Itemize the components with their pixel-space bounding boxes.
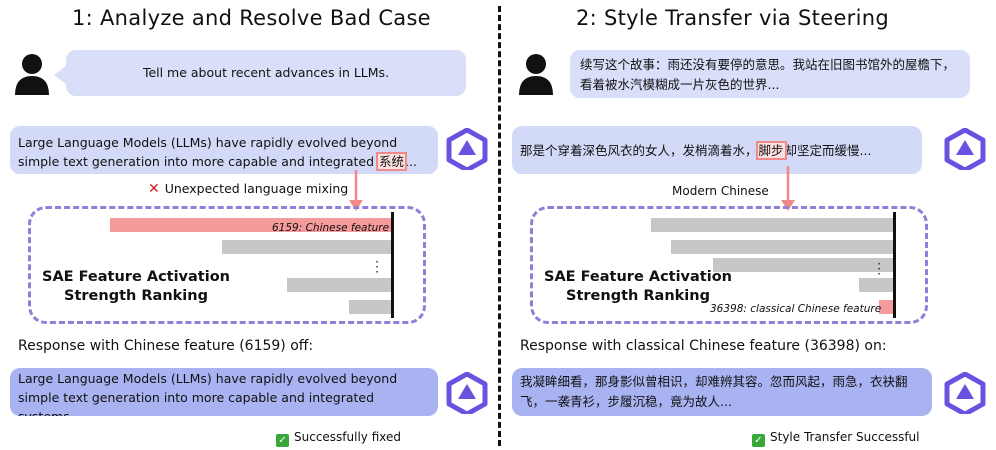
user-icon [519, 54, 553, 95]
ellipsis-vertical-icon: ··· [375, 255, 379, 279]
feature-bar [349, 300, 391, 314]
left-activation-panel [28, 206, 426, 324]
center-divider [498, 6, 501, 446]
feature-bar [222, 240, 391, 254]
right-status: ✓Style Transfer Successful [752, 430, 920, 447]
feature-bar [713, 258, 893, 272]
left-response-label: Response with Chinese feature (6159) off… [18, 338, 314, 354]
qwen-logo-icon [944, 372, 986, 414]
check-icon: ✓ [276, 434, 289, 447]
feature-bar [651, 218, 893, 232]
arrow-down-icon [781, 166, 795, 211]
right-activation-panel [530, 206, 928, 324]
bot-reply-tail: ... [405, 154, 417, 169]
left-status: ✓Successfully fixed [276, 430, 401, 447]
user-prompt-text: Tell me about recent advances in LLMs. [142, 65, 390, 80]
check-icon: ✓ [752, 434, 765, 447]
feature-bar [671, 240, 893, 254]
qwen-logo-icon [446, 128, 488, 170]
issue-label: ✕Unexpected language mixing [148, 181, 349, 197]
left-axis-line [391, 212, 394, 318]
bot-reply-fixed-text: Large Language Models (LLMs) have rapidl… [18, 371, 398, 416]
bot-reply-tail: 却坚定而缓慢... [784, 143, 872, 158]
user-prompt-bubble: Tell me about recent advances in LLMs. [54, 50, 466, 96]
feature-bar [287, 278, 391, 292]
right-axis-line [893, 212, 896, 318]
highlighted-feature-bar [879, 300, 893, 314]
highlighted-feature-bar [110, 218, 391, 232]
right-panel-title: SAE Feature Activation Strength Ranking [544, 269, 732, 304]
user-prompt-text: 续写这个故事：雨还没有要停的意思。我站在旧图书馆外的屋檐下，看着被水汽模糊成一片… [580, 57, 956, 92]
feature-bar [859, 278, 893, 292]
bot-reply-text: 那是个穿着深色风衣的女人，发梢滴着水， [520, 143, 758, 158]
user-icon [15, 54, 49, 95]
qwen-logo-icon [446, 372, 488, 414]
left-feature-label: 6159: Chinese feature [272, 222, 390, 234]
style-highlight: 脚步 [755, 141, 787, 160]
bot-reply-bubble-before: 那是个穿着深色风衣的女人，发梢滴着水，脚步却坚定而缓慢... [512, 126, 922, 174]
right-feature-label: 36398: classical Chinese feature [710, 303, 882, 315]
right-response-label: Response with classical Chinese feature … [520, 338, 887, 354]
mixed-language-highlight: 系统 [376, 152, 408, 171]
bot-reply-bubble-after: Large Language Models (LLMs) have rapidl… [10, 368, 438, 416]
qwen-logo-icon [944, 128, 986, 170]
bot-reply-styled-text: 我凝眸细看，那身影似曾相识，却难辨其容。忽而风起，雨急，衣袂翻飞，一袭青衫，步履… [520, 374, 908, 409]
left-panel-title: SAE Feature Activation Strength Ranking [42, 269, 230, 304]
ellipsis-vertical-icon: ··· [877, 257, 881, 281]
style-label: Modern Chinese [672, 184, 769, 198]
left-title: 1: Analyze and Resolve Bad Case [72, 6, 431, 30]
bot-reply-bubble-after: 我凝眸细看，那身影似曾相识，却难辨其容。忽而风起，雨急，衣袂翻飞，一袭青衫，步履… [512, 368, 932, 416]
cross-icon: ✕ [148, 181, 160, 197]
user-prompt-bubble: 续写这个故事：雨还没有要停的意思。我站在旧图书馆外的屋檐下，看着被水汽模糊成一片… [570, 50, 970, 98]
bot-reply-bubble-before: Large Language Models (LLMs) have rapidl… [10, 126, 438, 174]
right-title: 2: Style Transfer via Steering [576, 6, 889, 30]
arrow-down-icon [349, 170, 363, 211]
bot-reply-text: Large Language Models (LLMs) have rapidl… [18, 135, 398, 169]
